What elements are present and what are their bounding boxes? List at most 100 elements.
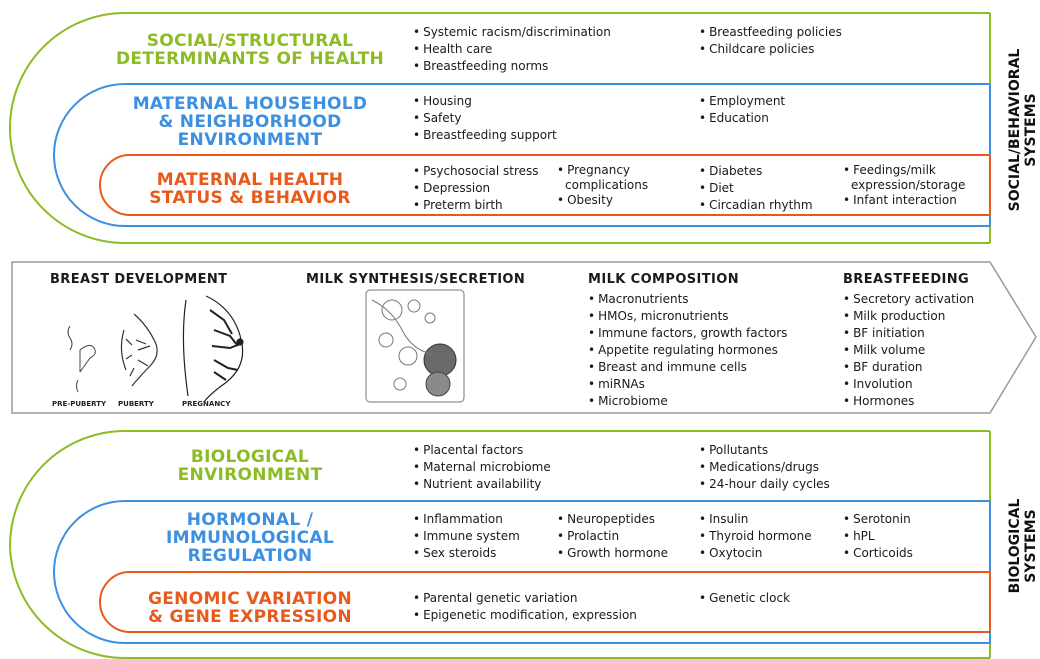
- list-item: •Microbiome: [588, 394, 668, 408]
- list-item: •Infant interaction: [843, 193, 957, 207]
- milk-cell-illustration: [365, 289, 465, 403]
- list-item: •Macronutrients: [588, 292, 689, 306]
- stage-label-pregnancy: PREGNANCY: [182, 400, 231, 408]
- biological-side-label: BIOLOGICAL SYSTEMS: [1007, 498, 1039, 594]
- list-item: •Inflammation: [413, 512, 503, 526]
- list-item: •BF duration: [843, 360, 923, 374]
- bio-middle-frame: [52, 500, 990, 644]
- maternal-health-list-4: •Feedings/milk expression/storage •Infan…: [843, 163, 965, 208]
- list-item: •Milk production: [843, 309, 946, 323]
- biological-environment-list-2: •Pollutants •Medications/drugs •24-hour …: [699, 442, 830, 493]
- list-item: •Nutrient availability: [413, 477, 542, 491]
- milk-synthesis-title: MILK SYNTHESIS/SECRETION: [306, 272, 526, 287]
- maternal-health-list-2: •Pregnancy complications •Obesity: [557, 163, 648, 208]
- list-item: •Breastfeeding policies: [699, 25, 842, 39]
- social-structural-title: SOCIAL/STRUCTURAL DETERMINANTS OF HEALTH: [115, 31, 385, 69]
- biological-environment-title: BIOLOGICAL ENVIRONMENT: [177, 447, 323, 485]
- list-item: •Health care: [413, 42, 493, 56]
- pre-puberty-illustration: [67, 325, 96, 393]
- maternal-health-list-1: •Psychosocial stress •Depression •Preter…: [413, 163, 539, 214]
- list-item: •Genetic clock: [699, 591, 791, 605]
- list-item: •Placental factors: [413, 443, 524, 457]
- breastfeeding-title: BREASTFEEDING: [843, 272, 970, 287]
- social-middle-frame: [52, 83, 990, 227]
- list-item: •Pollutants: [699, 443, 769, 457]
- list-item: •Milk volume: [843, 343, 926, 357]
- list-item: •Psychosocial stress: [413, 164, 539, 178]
- list-item: •Breast and immune cells: [588, 360, 747, 374]
- milk-composition-title: MILK COMPOSITION: [588, 272, 739, 287]
- list-item: •Safety: [413, 111, 462, 125]
- list-item: •24-hour daily cycles: [699, 477, 830, 491]
- list-item: •Immune system: [413, 529, 520, 543]
- social-outer-frame: [8, 12, 990, 244]
- list-item: •Thyroid hormone: [699, 529, 812, 543]
- list-item: •hPL: [843, 529, 875, 543]
- bio-outer-frame: [8, 430, 990, 659]
- hormonal-list-1: •Inflammation •Immune system •Sex steroi…: [413, 511, 520, 562]
- list-item: •Epigenetic modification, expression: [413, 608, 637, 622]
- list-item: •Systemic racism/discrimination: [413, 25, 611, 39]
- social-structural-list-2: •Breastfeeding policies •Childcare polic…: [699, 24, 842, 58]
- genomic-list-2: •Genetic clock: [699, 590, 790, 607]
- list-item: •BF initiation: [843, 326, 925, 340]
- list-item: •Breastfeeding support: [413, 128, 557, 142]
- list-item: •Housing: [413, 94, 472, 108]
- hormonal-list-4: •Serotonin •hPL •Corticoids: [843, 511, 913, 562]
- list-item: •Childcare policies: [699, 42, 815, 56]
- list-item: •HMOs, micronutrients: [588, 309, 729, 323]
- biological-environment-list-1: •Placental factors •Maternal microbiome …: [413, 442, 551, 493]
- list-item: •Maternal microbiome: [413, 460, 551, 474]
- genomic-variation-title: GENOMIC VARIATION & GENE EXPRESSION: [148, 589, 352, 627]
- social-inner-frame: [98, 154, 990, 216]
- milk-composition-list: •Macronutrients •HMOs, micronutrients •I…: [588, 291, 787, 410]
- bio-inner-frame: [98, 571, 990, 633]
- hormonal-list-3: •Insulin •Thyroid hormone •Oxytocin: [699, 511, 812, 562]
- breast-development-title: BREAST DEVELOPMENT: [50, 272, 228, 287]
- list-item: •Education: [699, 111, 769, 125]
- breastfeeding-list: •Secretory activation •Milk production •…: [843, 291, 974, 410]
- social-behavioral-side-label: SOCIAL/BEHAVIORAL SYSTEMS: [1007, 48, 1039, 212]
- maternal-household-list-1: •Housing •Safety •Breastfeeding support: [413, 93, 557, 144]
- maternal-household-title: MATERNAL HOUSEHOLD & NEIGHBORHOOD ENVIRO…: [132, 94, 368, 150]
- list-item: •Neuropeptides: [557, 512, 655, 526]
- list-item: •Circadian rhythm: [699, 198, 813, 212]
- list-item: •Oxytocin: [699, 546, 763, 560]
- hormonal-list-2: •Neuropeptides •Prolactin •Growth hormon…: [557, 511, 668, 562]
- maternal-health-list-3: •Diabetes •Diet •Circadian rhythm: [699, 163, 813, 214]
- list-item: •Insulin: [699, 512, 749, 526]
- list-item: •Parental genetic variation: [413, 591, 578, 605]
- list-item: •Employment: [699, 94, 786, 108]
- list-item: •Hormones: [843, 394, 915, 408]
- list-item: •Diet: [699, 181, 734, 195]
- stage-label-pre-puberty: PRE-PUBERTY: [52, 400, 107, 408]
- genomic-list-1: •Parental genetic variation •Epigenetic …: [413, 590, 637, 624]
- social-structural-list-1: •Systemic racism/discrimination •Health …: [413, 24, 611, 75]
- list-item: •miRNAs: [588, 377, 645, 391]
- maternal-health-title: MATERNAL HEALTH STATUS & BEHAVIOR: [149, 170, 351, 208]
- list-item: •Secretory activation: [843, 292, 975, 306]
- list-item: •Growth hormone: [557, 546, 669, 560]
- list-item: •Feedings/milk expression/storage: [843, 163, 966, 192]
- list-item: •Involution: [843, 377, 913, 391]
- list-item: •Prolactin: [557, 529, 620, 543]
- list-item: •Diabetes: [699, 164, 763, 178]
- list-item: •Medications/drugs: [699, 460, 820, 474]
- list-item: •Pregnancy complications: [557, 163, 649, 192]
- list-item: •Depression: [413, 181, 491, 195]
- puberty-illustration: [120, 313, 158, 387]
- list-item: •Obesity: [557, 193, 613, 207]
- list-item: •Corticoids: [843, 546, 913, 560]
- process-arrow-box: [11, 261, 1037, 414]
- maternal-household-list-2: •Employment •Education: [699, 93, 785, 127]
- list-item: •Preterm birth: [413, 198, 503, 212]
- stage-label-puberty: PUBERTY: [118, 400, 154, 408]
- list-item: •Breastfeeding norms: [413, 59, 549, 73]
- list-item: •Immune factors, growth factors: [588, 326, 788, 340]
- pregnancy-illustration: [182, 295, 244, 403]
- list-item: •Appetite regulating hormones: [588, 343, 778, 357]
- hormonal-immunological-title: HORMONAL / IMMUNOLOGICAL REGULATION: [166, 510, 334, 566]
- list-item: •Sex steroids: [413, 546, 497, 560]
- list-item: •Serotonin: [843, 512, 911, 526]
